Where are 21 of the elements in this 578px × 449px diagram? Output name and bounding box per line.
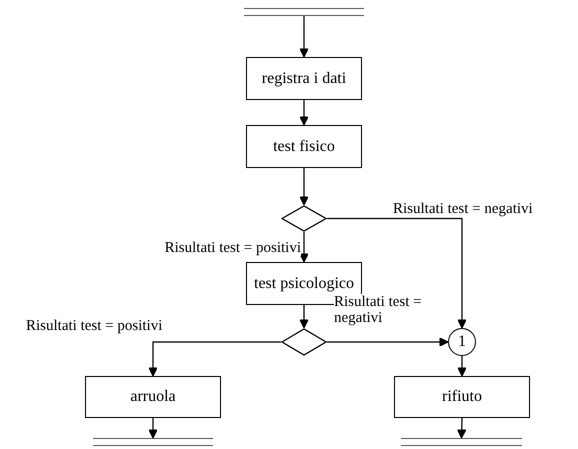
arrow [327, 218, 467, 329]
arrow [457, 356, 467, 377]
terminal-bar [401, 438, 522, 446]
arrow [456, 418, 466, 439]
process-box: rifiuto [394, 376, 530, 418]
arrow [299, 100, 309, 126]
terminal-bar [93, 438, 213, 446]
arrow [299, 305, 309, 329]
arrow [299, 168, 309, 206]
arrow [299, 16, 309, 58]
process-box: test fisico [246, 125, 362, 168]
arrow [148, 418, 158, 439]
decision-diamond [281, 205, 327, 232]
arrow [148, 341, 281, 377]
decision-diamond [281, 328, 327, 356]
connector-circle: 1 [448, 328, 476, 356]
process-box: arruola [85, 376, 221, 418]
process-box: registra i dati [246, 57, 362, 100]
arrow [327, 337, 449, 347]
arrow [299, 232, 309, 263]
terminal-bar [244, 8, 364, 16]
